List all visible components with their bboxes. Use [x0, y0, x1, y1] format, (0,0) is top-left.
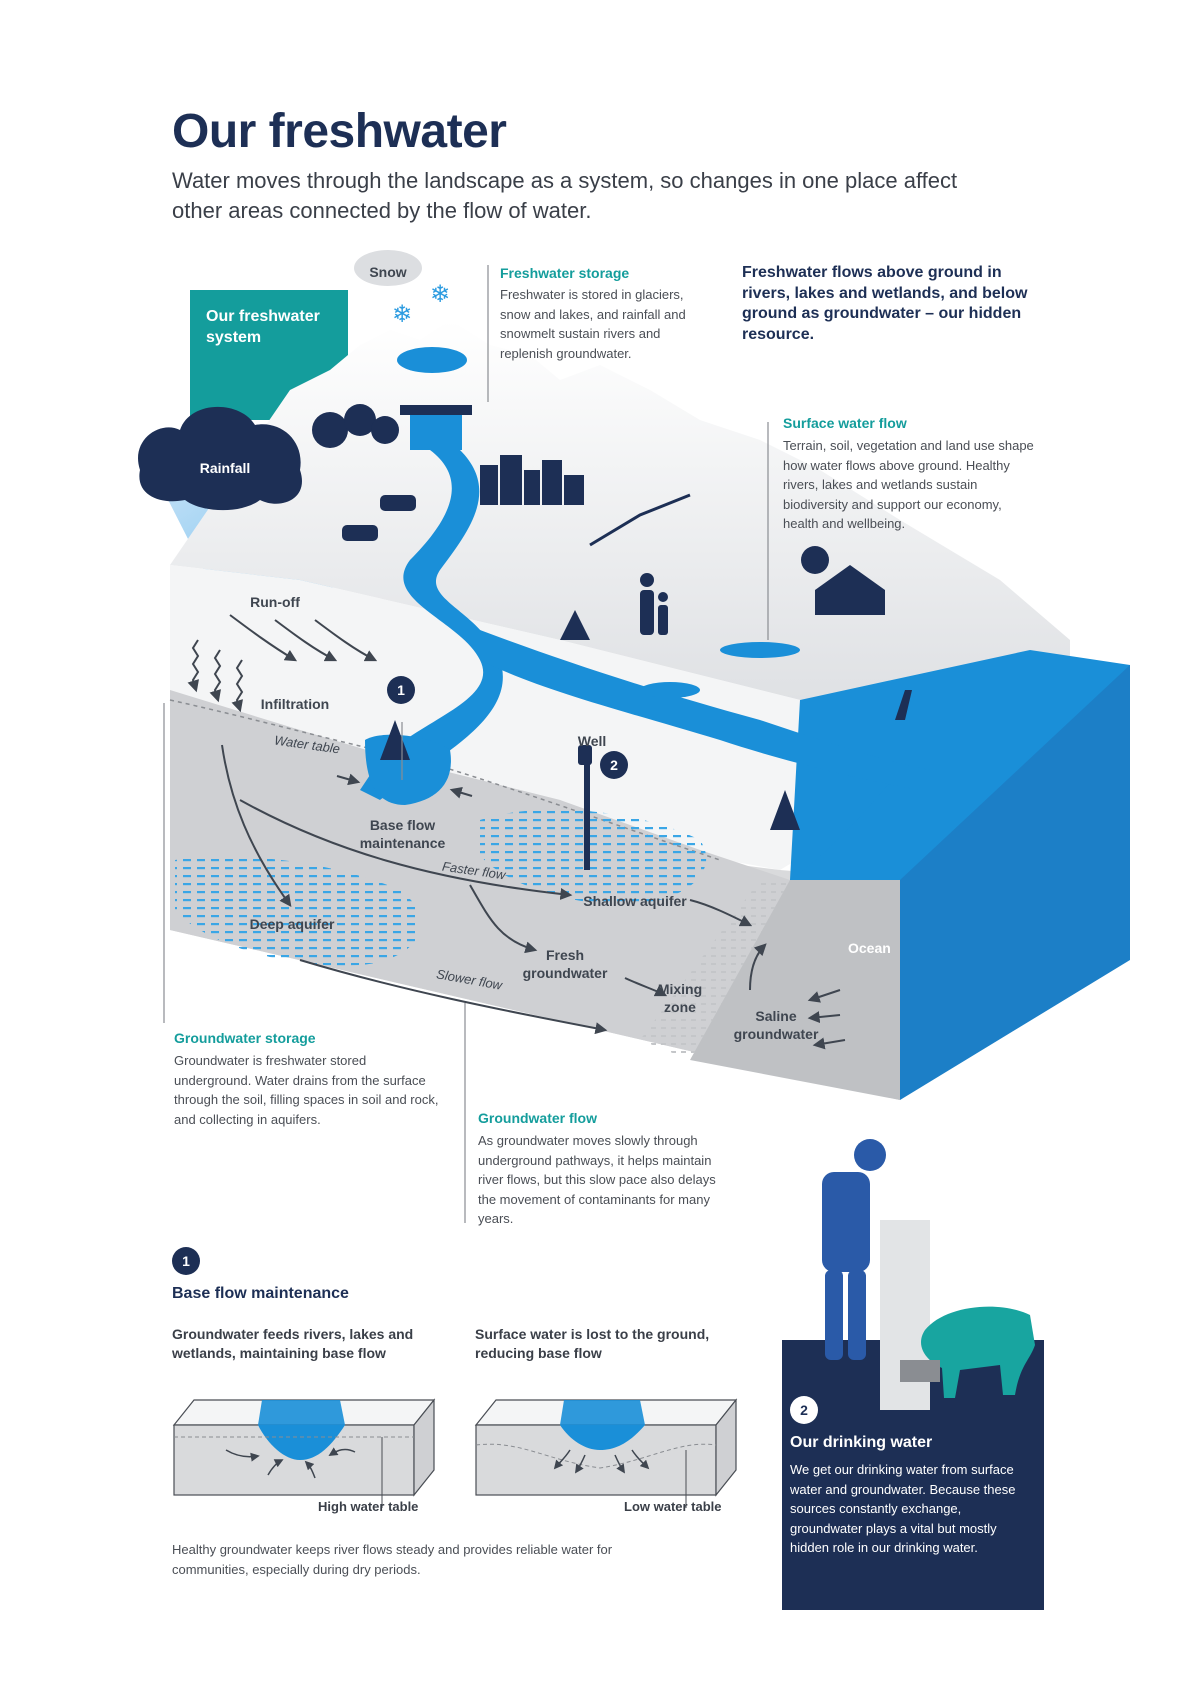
high-water-table-label: High water table: [318, 1499, 419, 1514]
groundwater-storage-text: Groundwater is freshwater stored undergr…: [174, 1053, 439, 1127]
run-off-label: Run-off: [250, 594, 300, 610]
dog-bowl: [900, 1360, 940, 1382]
base-flow-footer: Healthy groundwater keeps river flows st…: [172, 1542, 613, 1577]
person-drinking: [822, 1139, 886, 1360]
infiltration-label: Infiltration: [260, 696, 330, 712]
city-buildings: [480, 455, 584, 505]
surface-water-flow-title: Surface water flow: [783, 415, 907, 431]
dam-top: [400, 405, 472, 415]
shallow-aquifer: [480, 809, 707, 905]
fresh-groundwater-label: Fresh groundwater: [522, 947, 608, 981]
well-pipe: [584, 760, 590, 870]
groundwater-flow-title: Groundwater flow: [478, 1110, 597, 1126]
snow-cloud: [354, 250, 422, 286]
people: [640, 573, 668, 635]
intro-statement: Freshwater flows above ground in rivers,…: [742, 264, 1028, 343]
base-flow-label: Base flow maintenance: [359, 817, 446, 851]
section-badge-1: 1: [172, 1247, 200, 1275]
page-title: Our freshwater: [172, 105, 507, 158]
groundwater-storage-title: Groundwater storage: [174, 1030, 316, 1046]
irrigator: [589, 493, 691, 547]
freshwater-storage-title: Freshwater storage: [500, 265, 630, 281]
wetland-pool: [640, 682, 700, 698]
wetland-pool: [720, 642, 800, 658]
cows: [342, 495, 416, 541]
mixing-zone-label: Mixing zone: [657, 981, 703, 1015]
page-subtitle: Water moves through the landscape as a s…: [172, 168, 958, 223]
deep-aquifer: [175, 856, 421, 966]
ocean-face: [900, 665, 1130, 1100]
surface-water-flow-text: Terrain, soil, vegetation and land use s…: [783, 438, 1034, 531]
base-flow-right-caption: Surface water is lost to the ground, red…: [475, 1326, 710, 1361]
callout-rules: [163, 265, 769, 1223]
deep-aquifer-label: Deep aquifer: [249, 916, 335, 932]
mixing-zone-band: [640, 880, 790, 1060]
groundwater-flow-text: As groundwater moves slowly through unde…: [478, 1133, 716, 1226]
badge-2: 2: [600, 751, 628, 779]
snow-label: Snow: [369, 264, 407, 280]
base-flow-diagram-high: [172, 1398, 436, 1508]
base-flow-left-caption: Groundwater feeds rivers, lakes and wetl…: [172, 1326, 414, 1361]
dam: [410, 410, 462, 450]
saline-zone: [690, 880, 900, 1100]
well-label: Well: [577, 733, 607, 749]
vegetation: [312, 404, 829, 830]
run-off-arrows: [229, 614, 378, 662]
river-lower: [480, 630, 930, 790]
snowflake-icon: ❄: [430, 280, 450, 308]
section-badge-2: 2: [790, 1396, 818, 1424]
heron: [895, 690, 912, 720]
badge-1: 1: [387, 676, 415, 704]
base-flow-diagram-low: [474, 1398, 738, 1508]
drinking-water-title: Our drinking water: [790, 1434, 933, 1451]
rain-cloud: [138, 406, 302, 511]
ocean-shore: [790, 770, 900, 880]
low-water-table-label: Low water table: [624, 1499, 722, 1514]
dog-drinking: [921, 1306, 1035, 1398]
base-flow-title: Base flow maintenance: [172, 1285, 349, 1302]
saline-groundwater-label: Saline groundwater: [733, 1008, 819, 1042]
snowflake-icon: ❄: [392, 300, 412, 328]
glacier-lake: [397, 347, 467, 373]
groundwater-flow-arrows: [221, 744, 846, 1050]
rainfall-label: Rainfall: [199, 460, 251, 476]
well-head: [578, 745, 592, 765]
drinking-water-text: We get our drinking water from surface w…: [790, 1462, 1016, 1555]
ocean-label: Ocean: [848, 940, 891, 956]
house: [815, 565, 885, 615]
shallow-aquifer-label: Shallow aquifer: [583, 893, 687, 909]
river: [360, 450, 503, 800]
freshwater-storage-text: Freshwater is stored in glaciers, snow a…: [500, 287, 686, 361]
infiltration-arrows: [187, 639, 244, 713]
system-box-label: Our freshwater system: [206, 308, 320, 346]
